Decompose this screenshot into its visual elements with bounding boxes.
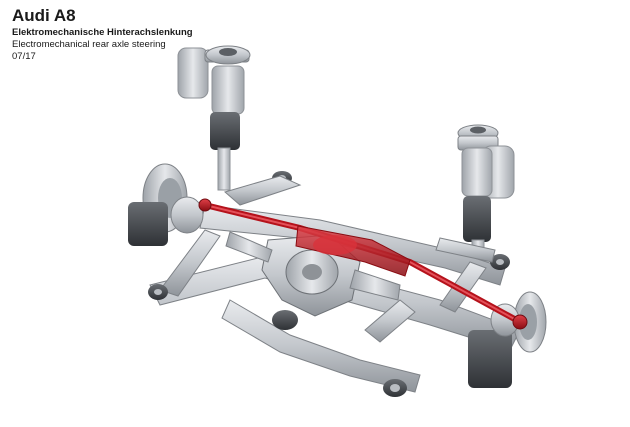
title: Audi A8 (12, 6, 76, 25)
subtitle-german: Elektromechanische Hinterachslenkung (12, 27, 193, 38)
left-wheel-hub (128, 163, 204, 246)
upper-control-arms (223, 175, 496, 263)
caption: Audi A8 Elektromechanische Hinterachslen… (12, 6, 193, 63)
subtitle-english: Electromechanical rear axle steering (12, 39, 166, 50)
left-air-strut (177, 45, 251, 191)
rear-axle-steering-actuator (198, 198, 528, 330)
right-wheel-hub (468, 291, 547, 388)
date-label: 07/17 (12, 51, 36, 62)
